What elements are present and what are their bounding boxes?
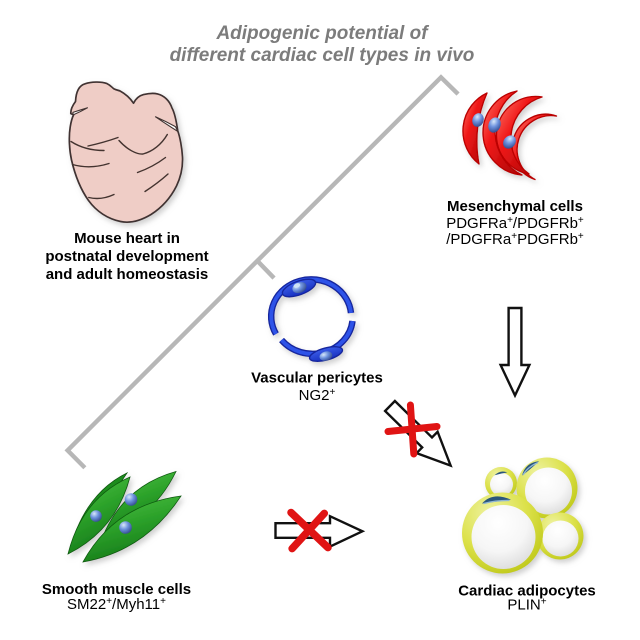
svg-text:and adult homeostasis: and adult homeostasis: [46, 266, 209, 283]
svg-text:SM22+/Myh11+: SM22+/Myh11+: [67, 596, 166, 613]
svg-text:NG2+: NG2+: [299, 387, 336, 404]
svg-text:Mesenchymal cells: Mesenchymal cells: [447, 198, 583, 215]
svg-text:PLIN+: PLIN+: [507, 597, 546, 614]
svg-text:Cardiac adipocytes: Cardiac adipocytes: [458, 583, 596, 600]
svg-text:Adipogenic potential of: Adipogenic potential of: [215, 23, 429, 44]
svg-text:/PDGFRa+PDGFRb+: /PDGFRa+PDGFRb+: [446, 231, 584, 248]
svg-text:different cardiac cell types i: different cardiac cell types in vivo: [170, 45, 475, 66]
svg-text:postnatal development: postnatal development: [45, 248, 208, 265]
svg-text:Vascular pericytes: Vascular pericytes: [251, 370, 383, 387]
svg-text:PDGFRa+/PDGFRb+: PDGFRa+/PDGFRb+: [446, 215, 584, 232]
svg-text:Smooth muscle cells: Smooth muscle cells: [42, 581, 191, 598]
svg-text:Mouse heart in: Mouse heart in: [74, 230, 180, 247]
